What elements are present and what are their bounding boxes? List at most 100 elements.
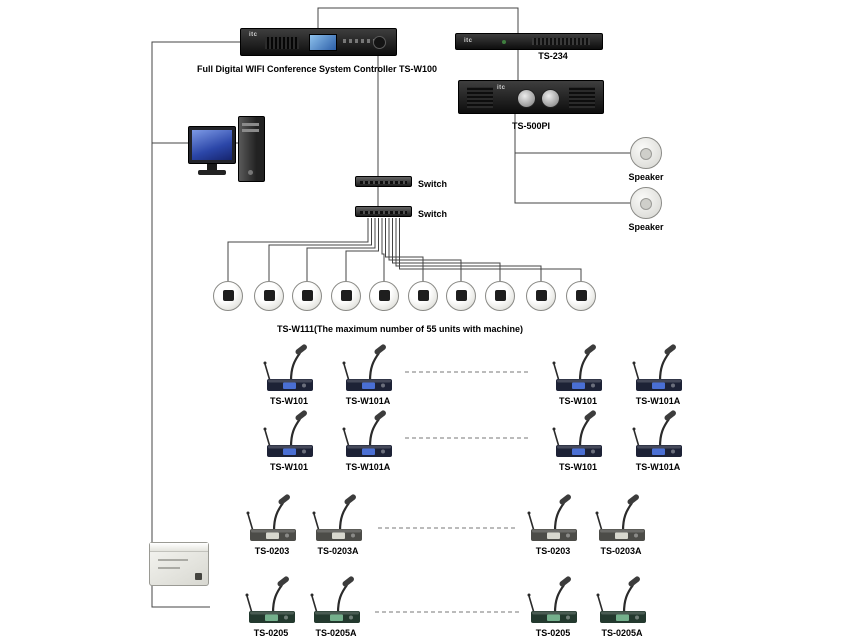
unit-grille [263, 290, 275, 301]
mic-ts-0205a [594, 574, 650, 626]
unit-grille [575, 290, 587, 301]
mic-label: TS-0205 [535, 628, 571, 638]
solid-wire-group [151, 7, 630, 608]
amp-vent-left [467, 87, 493, 108]
mic-label: TS-0203A [600, 546, 642, 556]
gooseneck-mic-icon [631, 342, 684, 393]
tsw111-ceiling-unit [485, 281, 515, 311]
unit-grille [455, 290, 467, 301]
gooseneck-mic-icon [341, 408, 394, 459]
gooseneck-mic-icon [309, 574, 362, 625]
speaker-2-label: Speaker [628, 222, 664, 232]
controller-knob [373, 36, 386, 49]
tower-drive-bay [242, 129, 259, 132]
speaker-cone [640, 148, 652, 160]
tsw111-ceiling-unit [213, 281, 243, 311]
pc-monitor-stand [207, 164, 217, 170]
gooseneck-mic-icon [594, 492, 647, 543]
power-box-marking [158, 567, 180, 569]
mic-label: TS-0203 [254, 546, 290, 556]
tower-drive-bay [242, 123, 259, 126]
gooseneck-mic-icon [631, 408, 684, 459]
unit-grille [340, 290, 352, 301]
mic-ts-0203 [244, 492, 300, 544]
amp-vu-meter-right [541, 89, 560, 108]
speaker-2 [630, 187, 662, 219]
speaker-1 [630, 137, 662, 169]
controller-label: Full Digital WIFI Conference System Cont… [196, 64, 438, 74]
tsw111-ceiling-unit [369, 281, 399, 311]
mic-label: TS-W101 [558, 396, 598, 406]
amp-vent-right [569, 87, 595, 108]
mic-label: TS-W101A [345, 396, 391, 406]
switch-ports [360, 211, 407, 214]
gooseneck-mic-icon [526, 574, 579, 625]
pc-monitor [188, 126, 236, 164]
mic-label: TS-0205 [253, 628, 289, 638]
unit-grille [222, 290, 234, 301]
mic-ts-0203a [593, 492, 649, 544]
ts234-rack: itc [455, 33, 603, 50]
mic-label: TS-W101A [345, 462, 391, 472]
mic-label: TS-W101 [269, 396, 309, 406]
tsw111-ceiling-unit [408, 281, 438, 311]
mic-label: TS-0205A [315, 628, 357, 638]
mic-label: TS-W101A [635, 462, 681, 472]
gooseneck-mic-icon [551, 342, 604, 393]
gooseneck-mic-icon [244, 574, 297, 625]
ethernet-switch-1 [355, 176, 412, 187]
switch-ports [360, 181, 407, 184]
continuation-dashed-lines [375, 371, 530, 613]
switch-1-label: Switch [418, 179, 448, 189]
gooseneck-mic-icon [311, 492, 364, 543]
mic-ts-0203 [525, 492, 581, 544]
mic-ts-0205 [243, 574, 299, 626]
controller-rack-ts-w100: itc [240, 28, 397, 56]
pc-tower [238, 116, 265, 182]
unit-grille [417, 290, 429, 301]
mic-label: TS-0203A [317, 546, 359, 556]
gooseneck-mic-icon [341, 342, 394, 393]
mic-ts-w101 [261, 342, 317, 394]
unit-grille [301, 290, 313, 301]
tsw111-ceiling-unit [566, 281, 596, 311]
gooseneck-mic-icon [262, 408, 315, 459]
unit-grille [535, 290, 547, 301]
power-box-marking [158, 559, 188, 561]
power-box-lid [150, 543, 208, 552]
tsw111-note: TS-W111(The maximum number of 55 units w… [276, 324, 524, 334]
ts500pi-label: TS-500PI [511, 121, 551, 131]
mic-label: TS-W101 [558, 462, 598, 472]
brand-logo: itc [497, 85, 506, 91]
brand-logo: itc [249, 32, 258, 38]
gooseneck-mic-icon [245, 492, 298, 543]
amp-vu-meter-left [517, 89, 536, 108]
tsw111-ceiling-unit [292, 281, 322, 311]
unit-grille [494, 290, 506, 301]
power-led [502, 40, 506, 44]
speaker-1-label: Speaker [628, 172, 664, 182]
controller-buttons [343, 39, 377, 43]
tsw111-ceiling-unit [254, 281, 284, 311]
mic-ts-w101a [340, 408, 396, 460]
ts500pi-amplifier: itc [458, 80, 604, 114]
ts234-vent [532, 38, 590, 45]
power-box-connector [195, 573, 202, 580]
gooseneck-mic-icon [526, 492, 579, 543]
switch-2-label: Switch [418, 209, 448, 219]
gooseneck-mic-icon [262, 342, 315, 393]
gooseneck-mic-icon [595, 574, 648, 625]
mic-ts-w101a [630, 342, 686, 394]
controller-screen [309, 34, 337, 51]
mic-label: TS-0203 [535, 546, 571, 556]
pc-screen [192, 130, 232, 160]
power-supply-box [149, 542, 209, 586]
tsw111-ceiling-unit [331, 281, 361, 311]
mic-label: TS-0205A [601, 628, 643, 638]
controller-vent [265, 37, 299, 49]
gooseneck-mic-icon [551, 408, 604, 459]
mic-label: TS-W101 [269, 462, 309, 472]
mic-label: TS-W101A [635, 396, 681, 406]
